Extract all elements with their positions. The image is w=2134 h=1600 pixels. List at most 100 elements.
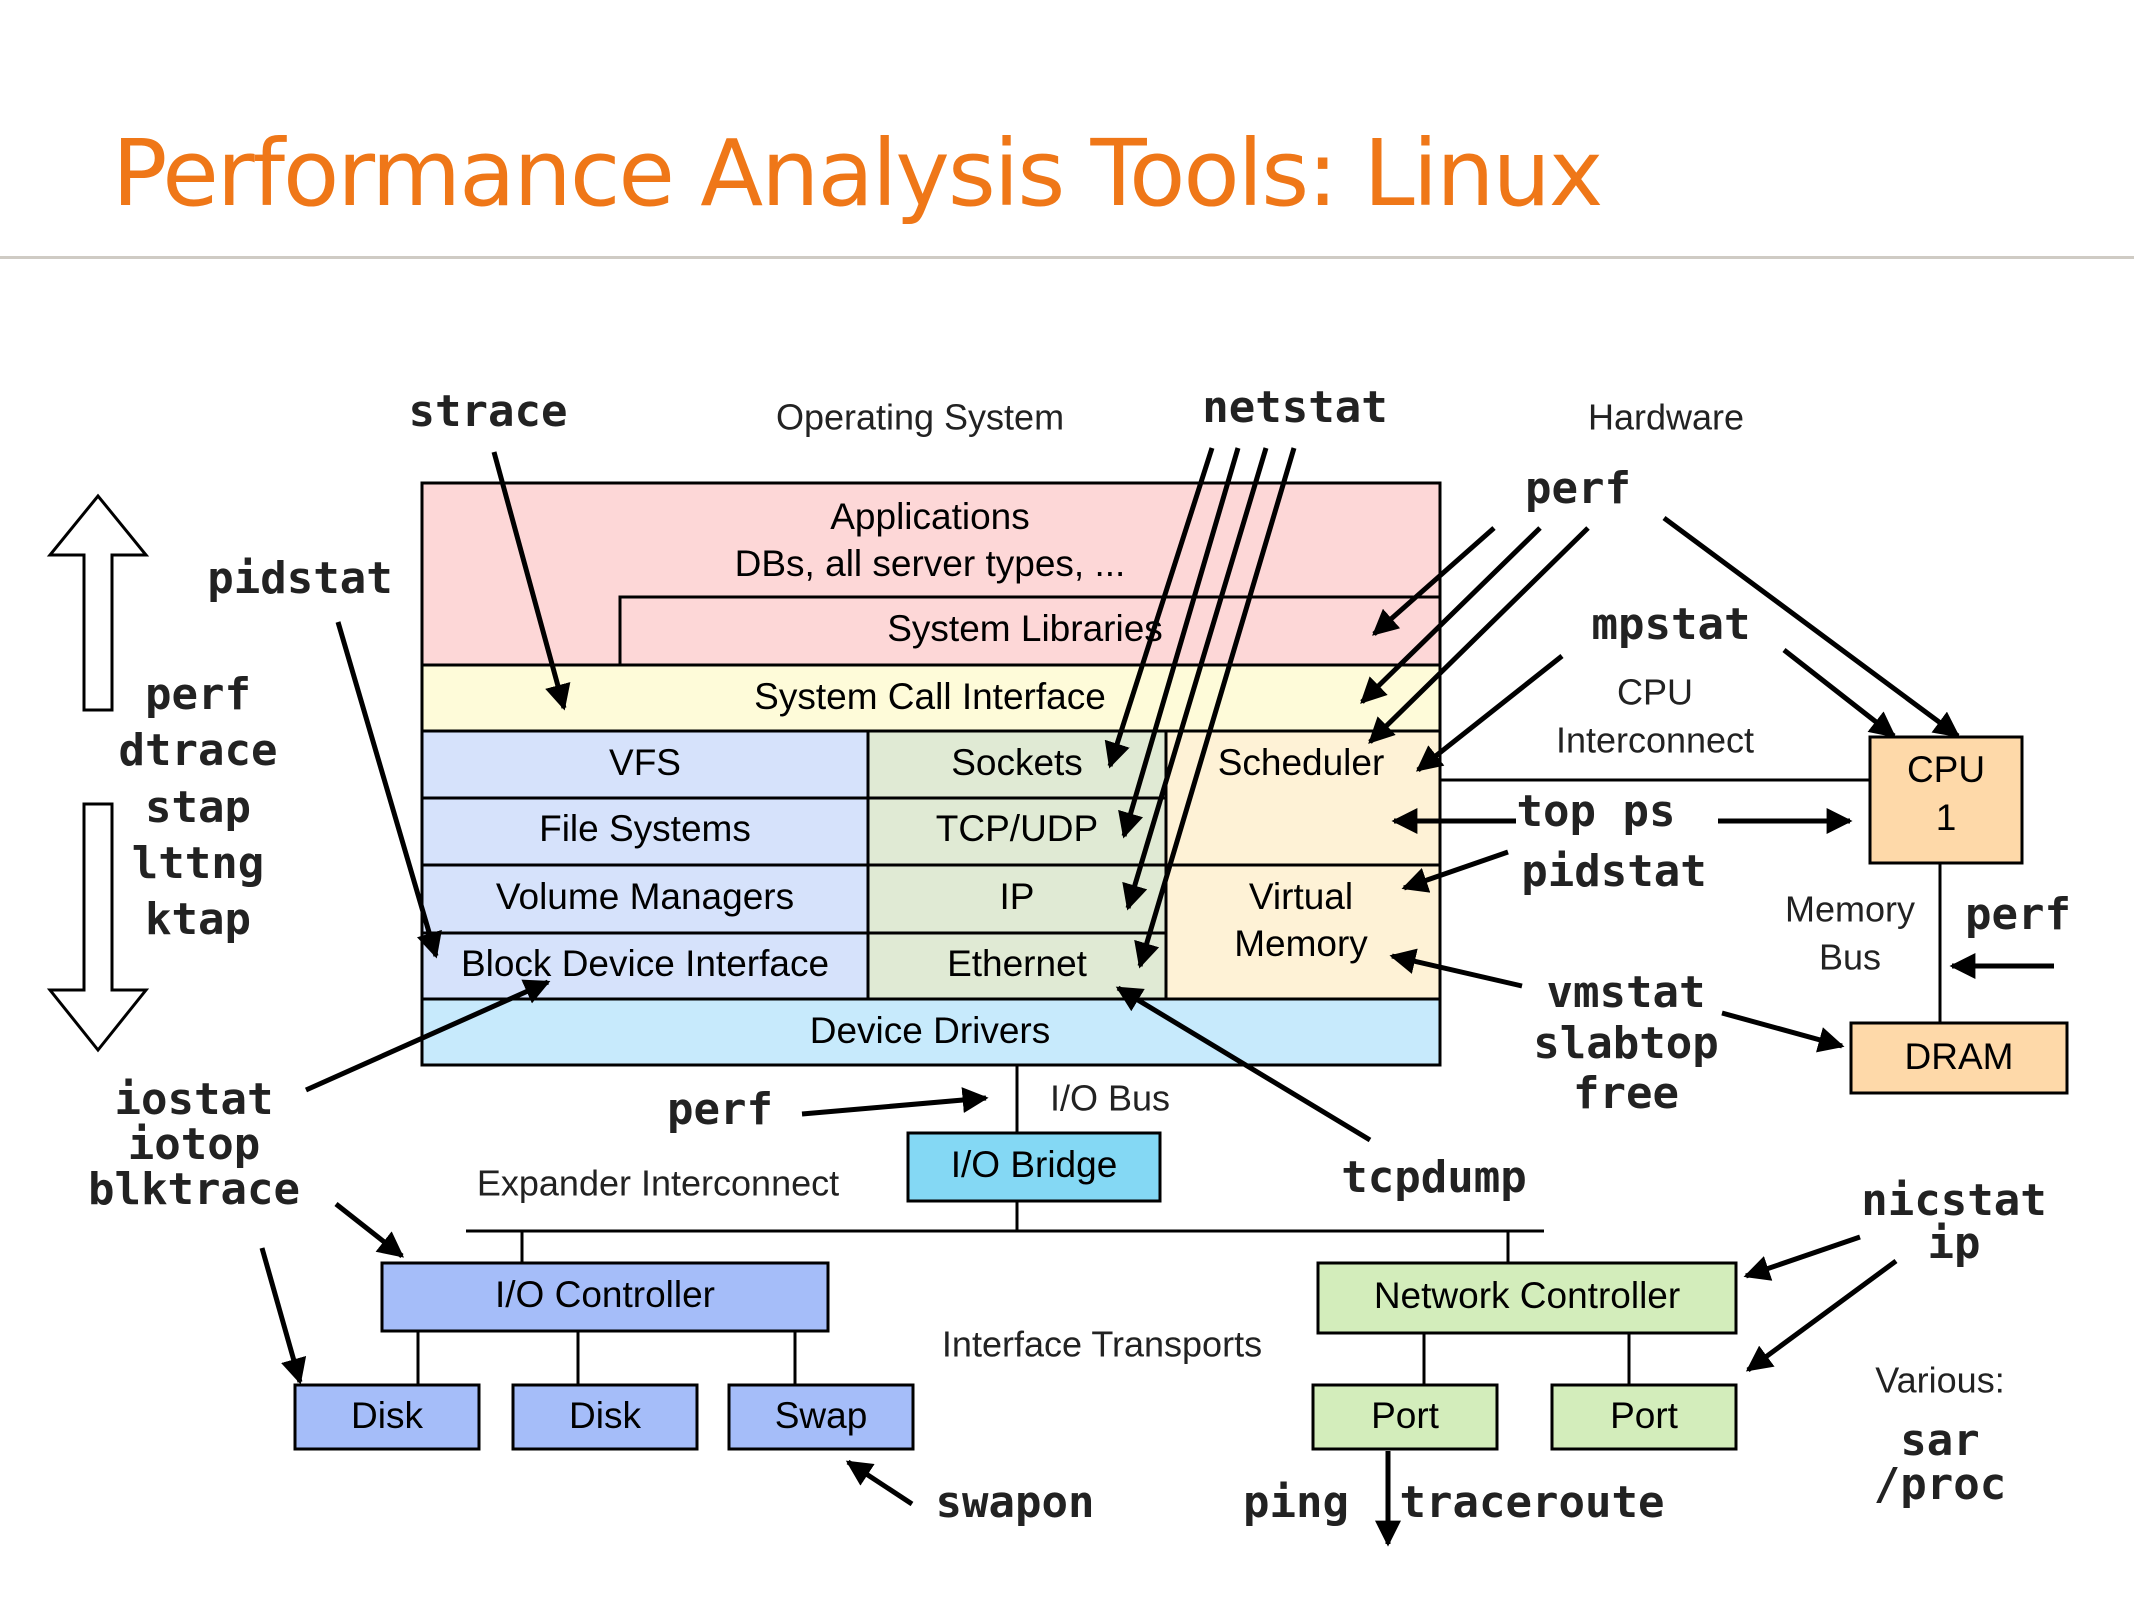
tool-perf-membus: perf	[1965, 889, 2071, 940]
arrow-netstat-sockets	[1104, 447, 1215, 769]
io-controller-label: I/O Controller	[495, 1274, 715, 1315]
port-1-label: Port	[1371, 1395, 1440, 1436]
tool-top-ps: top ps	[1517, 786, 1676, 837]
disk-2-label: Disk	[569, 1395, 641, 1436]
tool-pidstat-right: pidstat	[1521, 846, 1706, 897]
tool-sar: sar	[1900, 1415, 1979, 1466]
io-controller-box	[380, 1261, 830, 1333]
ethernet-label: Ethernet	[947, 943, 1088, 984]
arrow-nicstat-controller	[1743, 1234, 1861, 1281]
applications-box	[420, 481, 1442, 667]
virtual-memory-label: Virtual	[1249, 876, 1353, 917]
arrow-pidstat-left	[335, 621, 442, 959]
up-arrow-icon	[46, 493, 150, 712]
title-divider	[0, 256, 2134, 259]
disk-1-label: Disk	[351, 1395, 423, 1436]
io-bridge-label: I/O Bridge	[951, 1144, 1118, 1185]
port-1-box	[1311, 1383, 1499, 1451]
cpu-label: CPU	[1907, 749, 1985, 790]
network-controller-label: Network Controller	[1374, 1275, 1680, 1316]
tool-traceroute: traceroute	[1400, 1477, 1665, 1528]
ip-label: IP	[1000, 876, 1035, 917]
arrow-netstat-ethernet	[1134, 447, 1297, 969]
memory-bus-sublabel: Bus	[1819, 937, 1881, 978]
tool-iostat: iostat	[115, 1074, 274, 1125]
port-2-label: Port	[1610, 1395, 1679, 1436]
device-drivers-label: Device Drivers	[810, 1010, 1051, 1051]
tool-iotop: iotop	[128, 1119, 260, 1170]
arrow-perf-cpu	[1662, 515, 1961, 739]
tcp-udp-label: TCP/UDP	[936, 808, 1098, 849]
tool-swapon: swapon	[936, 1477, 1095, 1528]
tool-ping: ping	[1243, 1477, 1349, 1528]
applications-sublabel: DBs, all server types, ...	[735, 543, 1126, 584]
tool-proc: /proc	[1874, 1459, 2006, 1510]
tool-slabtop: slabtop	[1533, 1018, 1718, 1069]
tool-dtrace: dtrace	[119, 725, 278, 776]
tool-arrows	[259, 447, 2054, 1547]
expander-interconnect-label: Expander Interconnect	[477, 1163, 839, 1204]
tool-mpstat: mpstat	[1592, 599, 1751, 650]
vfs-label: VFS	[609, 742, 681, 783]
swap-label: Swap	[775, 1395, 868, 1436]
arrow-perf-iobus	[801, 1087, 989, 1117]
volume-managers-label: Volume Managers	[496, 876, 794, 917]
arrow-mpstat-cpu	[1782, 648, 1897, 738]
cpu-interconnect-label: CPU	[1617, 672, 1693, 713]
arrow-netstat-ip	[1122, 447, 1269, 911]
file-systems-label: File Systems	[539, 808, 751, 849]
os-stack: Applications DBs, all server types, ... …	[420, 481, 1442, 1067]
virtual-memory-sublabel: Memory	[1234, 923, 1368, 964]
io-bridge-box	[906, 1131, 1162, 1203]
arrow-perf-libraries	[1372, 526, 1496, 636]
arrow-mpstat-scheduler	[1415, 654, 1564, 772]
swap-box	[727, 1383, 915, 1451]
operating-system-label: Operating System	[776, 397, 1064, 438]
io-bus-label: I/O Bus	[1050, 1078, 1170, 1119]
arrow-perf-scheduler	[1368, 526, 1590, 744]
tool-strace: strace	[409, 386, 568, 437]
tool-lttng: lttng	[132, 838, 264, 889]
tool-nicstat: nicstat	[1861, 1175, 2046, 1226]
tool-perf-top: perf	[1525, 463, 1631, 514]
arrow-swapon	[845, 1459, 914, 1507]
tool-ip: ip	[1928, 1218, 1981, 1269]
tool-netstat: netstat	[1202, 382, 1387, 433]
cpu-box	[1868, 735, 2024, 865]
tool-perf-iobus: perf	[667, 1084, 773, 1135]
down-arrow-icon	[46, 802, 150, 1053]
cpu-interconnect-sublabel: Interconnect	[1556, 720, 1754, 761]
cpu-memory: CPU Interconnect CPU 1 Memory Bus DRAM	[1440, 672, 2069, 1095]
arrow-vmstat-vm	[1389, 948, 1523, 989]
block-device-interface-label: Block Device Interface	[461, 943, 829, 984]
applications-label: Applications	[830, 496, 1030, 537]
arrow-perf-syscall	[1360, 526, 1542, 704]
arrow-tcpdump	[1115, 985, 1372, 1143]
arrow-vmstat-dram	[1721, 1010, 1845, 1053]
dram-label: DRAM	[1905, 1036, 2014, 1077]
port-2-box	[1550, 1383, 1738, 1451]
disk-1-box	[293, 1383, 481, 1451]
hardware-label: Hardware	[1588, 397, 1744, 438]
tool-vmstat: vmstat	[1547, 967, 1706, 1018]
arrow-pidstat-vm	[1401, 849, 1509, 893]
disk-2-box	[511, 1383, 699, 1451]
scheduler-label: Scheduler	[1218, 742, 1385, 783]
arrow-netstat-tcp	[1118, 447, 1241, 839]
tool-tcpdump: tcpdump	[1341, 1152, 1526, 1203]
slide-title: Performance Analysis Tools: Linux	[112, 120, 1603, 227]
tool-ktap: ktap	[145, 894, 251, 945]
interface-transports-label: Interface Transports	[942, 1324, 1262, 1365]
arrow-iostat-controller	[334, 1202, 405, 1258]
sockets-label: Sockets	[951, 742, 1083, 783]
tool-perf-tracer: perf	[145, 669, 251, 720]
arrow-nicstat-port	[1745, 1258, 1898, 1373]
various-label: Various:	[1875, 1360, 2004, 1401]
dram-box	[1849, 1021, 2069, 1095]
tool-labels: strace netstat pidstat perf mpstat perf …	[88, 382, 2071, 1528]
memory-bus-label: Memory	[1785, 889, 1915, 930]
system-call-interface-label: System Call Interface	[754, 676, 1106, 717]
cpu-number: 1	[1936, 797, 1957, 838]
tool-free: free	[1573, 1068, 1679, 1119]
